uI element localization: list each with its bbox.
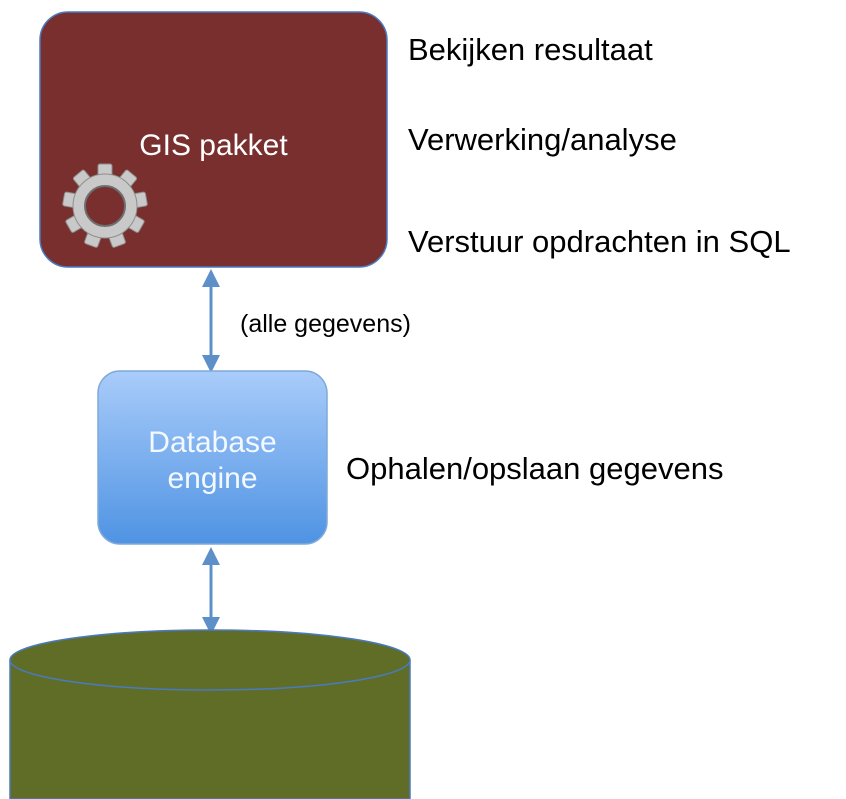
- gear-icon: [62, 163, 148, 248]
- database-engine-line2: engine: [167, 462, 258, 495]
- annotation-bekijken-resultaat: Bekijken resultaat: [408, 32, 653, 67]
- gis-package-title: GIS pakket: [139, 129, 288, 162]
- annotation-alle-gegevens: (alle gegevens): [240, 310, 411, 338]
- annotation-ophalen-opslaan: Ophalen/opslaan gegevens: [346, 451, 724, 486]
- annotation-verwerking-analyse: Verwerking/analyse: [408, 122, 677, 157]
- database-engine-box: [97, 370, 328, 545]
- database-engine-title: Database engine: [98, 425, 327, 497]
- database-cylinder-icon: [9, 629, 411, 799]
- annotation-verstuur-sql: Verstuur opdrachten in SQL: [408, 224, 791, 259]
- database-engine-line1: Database: [148, 426, 277, 459]
